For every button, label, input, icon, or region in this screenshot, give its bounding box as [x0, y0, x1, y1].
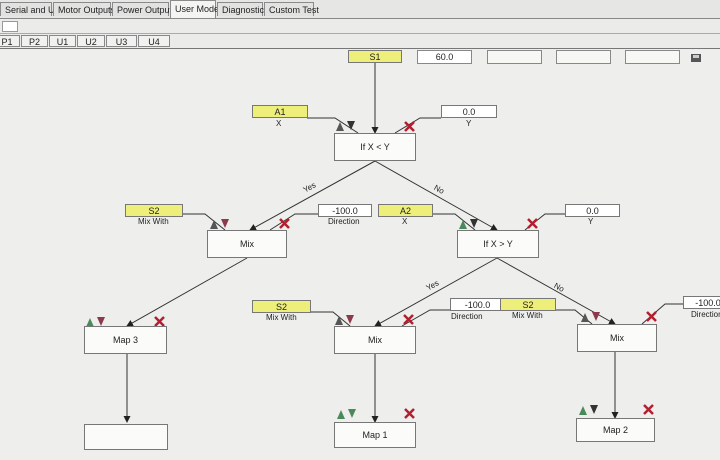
main-tab-bar: Serial and USB Motor Outputs Power Outpu…	[0, 0, 720, 19]
delete-icon[interactable]	[646, 311, 657, 322]
delete-icon[interactable]	[404, 121, 415, 132]
input-a1[interactable]: A1	[252, 105, 308, 118]
tab-serial-and-usb[interactable]: Serial and USB	[0, 2, 67, 16]
port-label-y: Y	[466, 119, 472, 128]
port-label-x: X	[402, 217, 408, 226]
node-mix-right[interactable]: Mix	[577, 324, 657, 352]
move-arrows-icon[interactable]	[580, 311, 602, 323]
delete-icon[interactable]	[154, 316, 165, 327]
input-direction-right[interactable]: -100.0	[683, 296, 720, 309]
port-label-direction: Direction	[691, 310, 720, 319]
top-empty-box-3[interactable]	[625, 50, 680, 64]
delete-icon[interactable]	[404, 408, 415, 419]
delete-icon[interactable]	[527, 218, 538, 229]
input-y2[interactable]: 0.0	[565, 204, 620, 217]
top-empty-box-1[interactable]	[487, 50, 542, 64]
port-label-direction: Direction	[451, 312, 483, 321]
node-map-2[interactable]: Map 2	[576, 418, 655, 442]
move-arrows-icon[interactable]	[209, 218, 231, 230]
tab-diagnostics[interactable]: Diagnostics	[217, 2, 269, 16]
port-label-mix-with: Mix With	[512, 311, 543, 320]
tab-user-mode[interactable]: User Mode	[170, 0, 219, 18]
input-s2-mid[interactable]: S2	[252, 300, 311, 313]
profile-tab-bar: P1 P2 U1 U2 U3 U4	[0, 34, 720, 49]
input-direction-left[interactable]: -100.0	[318, 204, 372, 217]
move-arrows-icon[interactable]	[458, 218, 480, 230]
node-if-x-greater-y[interactable]: If X > Y	[457, 230, 539, 258]
tab-power-outputs[interactable]: Power Outputs	[112, 2, 177, 16]
input-s2-left[interactable]: S2	[125, 204, 183, 217]
port-label-x: X	[276, 119, 282, 128]
node-map-1[interactable]: Map 1	[334, 422, 416, 448]
tab-motor-outputs[interactable]: Motor Outputs	[53, 2, 115, 16]
delete-icon[interactable]	[403, 314, 414, 325]
subtab-p2[interactable]: P2	[21, 35, 48, 47]
subtab-u4[interactable]: U4	[138, 35, 170, 47]
input-direction-mid[interactable]: -100.0	[450, 298, 505, 311]
input-y1[interactable]: 0.0	[441, 105, 497, 118]
move-arrows-icon[interactable]	[335, 120, 357, 132]
start-variable-s1[interactable]: S1	[348, 50, 402, 63]
port-label-y: Y	[588, 217, 594, 226]
port-label-mix-with: Mix With	[266, 313, 297, 322]
port-label-mix-with: Mix With	[138, 217, 169, 226]
move-arrows-icon[interactable]	[85, 316, 107, 328]
toolbar-field[interactable]	[2, 21, 18, 32]
node-empty[interactable]	[84, 424, 168, 450]
delete-icon[interactable]	[279, 218, 290, 229]
input-a2[interactable]: A2	[378, 204, 433, 217]
tab-custom-test[interactable]: Custom Test	[264, 2, 319, 16]
delete-icon[interactable]	[643, 404, 654, 415]
node-mix-mid[interactable]: Mix	[334, 326, 416, 354]
start-value[interactable]: 60.0	[417, 50, 472, 64]
input-s2-right[interactable]: S2	[500, 298, 556, 311]
subtab-u3[interactable]: U3	[106, 35, 137, 47]
node-if-x-less-y[interactable]: If X < Y	[334, 133, 416, 161]
top-empty-box-2[interactable]	[556, 50, 611, 64]
port-label-direction: Direction	[328, 217, 360, 226]
node-map-3[interactable]: Map 3	[84, 326, 167, 354]
subtab-u1[interactable]: U1	[49, 35, 76, 47]
move-arrows-icon[interactable]	[334, 314, 356, 326]
move-arrows-icon[interactable]	[336, 408, 358, 420]
move-arrows-icon[interactable]	[578, 404, 600, 416]
save-icon[interactable]	[691, 54, 701, 62]
subtab-u2[interactable]: U2	[77, 35, 105, 47]
node-mix-left[interactable]: Mix	[207, 230, 287, 258]
toolbar-strip	[0, 19, 720, 34]
subtab-p1[interactable]: P1	[0, 35, 20, 47]
